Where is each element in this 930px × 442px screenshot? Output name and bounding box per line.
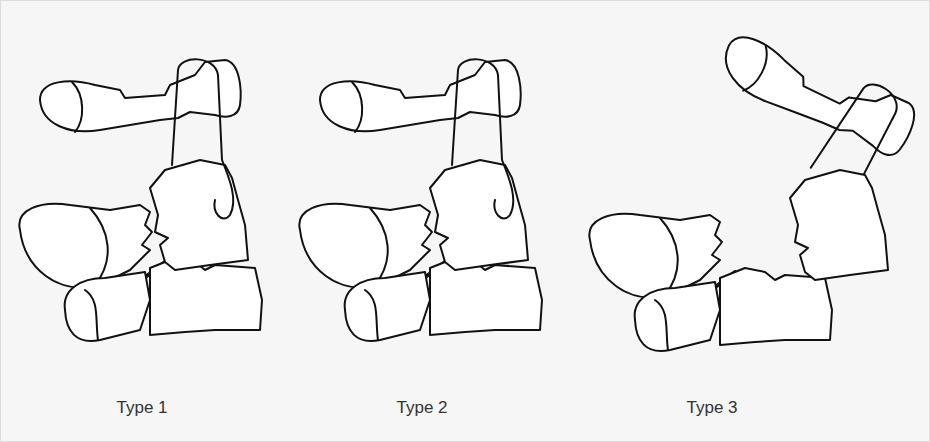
type-label: Type 1 xyxy=(116,398,167,418)
type-label: Type 2 xyxy=(396,398,447,418)
type-2-figure xyxy=(299,59,542,341)
type-label: Type 3 xyxy=(686,398,737,418)
type-3-figure xyxy=(589,10,923,351)
type-1-figure xyxy=(19,59,262,341)
